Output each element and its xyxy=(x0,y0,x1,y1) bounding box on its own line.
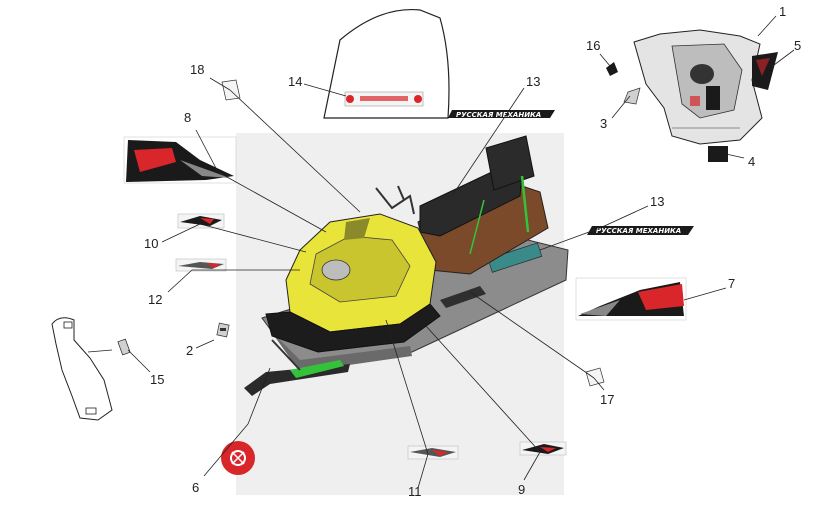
decal-4 xyxy=(708,146,728,162)
callout-11: 11 xyxy=(408,484,422,499)
side-decal-right xyxy=(575,277,687,321)
callout-16: 16 xyxy=(586,38,600,53)
callout-7: 7 xyxy=(728,276,735,291)
callout-1: 1 xyxy=(779,4,786,19)
callout-13-right: 13 xyxy=(650,194,664,209)
decal-17 xyxy=(585,367,605,387)
callout-6: 6 xyxy=(192,480,199,495)
callout-5: 5 xyxy=(794,38,801,53)
instrument-console-part xyxy=(633,29,763,145)
decal-10 xyxy=(177,213,225,229)
callout-13-top: 13 xyxy=(526,74,540,89)
rear-flap-part xyxy=(51,317,113,421)
callout-8: 8 xyxy=(184,110,191,125)
decal-16 xyxy=(606,62,618,76)
decal-3 xyxy=(623,87,641,105)
callout-4: 4 xyxy=(748,154,755,169)
snowmobile-model xyxy=(244,135,569,396)
round-logo-decal xyxy=(221,441,255,475)
leader-lines xyxy=(87,15,795,489)
decal-12 xyxy=(175,258,227,272)
brand-banner-top: РУССКАЯ МЕХАНИКА xyxy=(448,110,555,119)
decal-11 xyxy=(407,445,459,460)
decal-5 xyxy=(752,52,778,90)
brand-banner-right-text: РУССКАЯ МЕХАНИКА xyxy=(596,227,681,235)
brand-banner-top-text: РУССКАЯ МЕХАНИКА xyxy=(456,111,541,119)
callout-18: 18 xyxy=(190,62,204,77)
callout-12: 12 xyxy=(148,292,162,307)
callout-3: 3 xyxy=(600,116,607,131)
callout-2: 2 xyxy=(186,343,193,358)
side-decal-left xyxy=(123,136,237,184)
decal-15-strip xyxy=(117,338,131,356)
callout-17: 17 xyxy=(600,392,614,407)
windshield-part xyxy=(323,8,450,119)
callout-14: 14 xyxy=(288,74,302,89)
decal-2 xyxy=(216,322,230,338)
brand-banner-right: РУССКАЯ МЕХАНИКА xyxy=(587,226,694,235)
decal-9 xyxy=(519,441,567,456)
callout-labels: 1 2 3 4 5 6 7 8 9 10 11 12 13 13 14 15 1… xyxy=(144,4,801,499)
callout-15: 15 xyxy=(150,372,164,387)
callout-9: 9 xyxy=(518,482,525,497)
callout-10: 10 xyxy=(144,236,158,251)
